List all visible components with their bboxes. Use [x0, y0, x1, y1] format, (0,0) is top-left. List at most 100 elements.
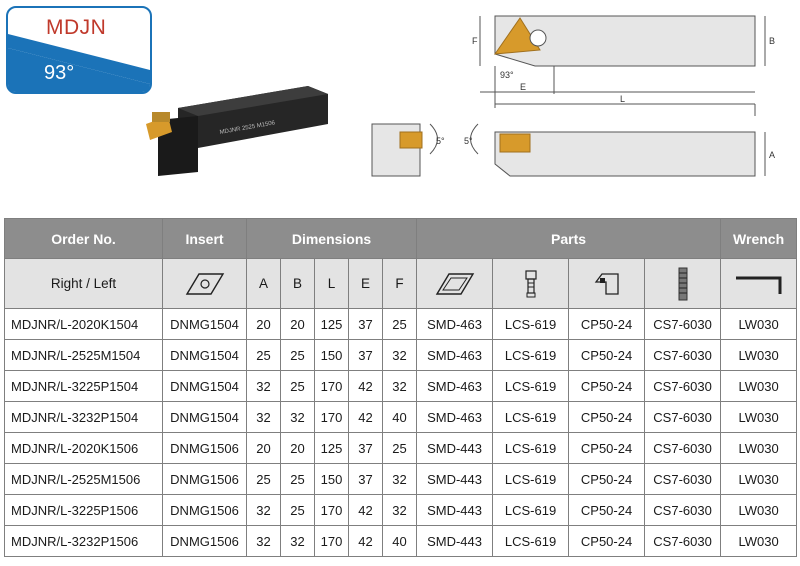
dim-l: L — [620, 94, 625, 104]
cell-dim-a: 20 — [246, 432, 281, 464]
cell-dim-b: 25 — [280, 494, 315, 526]
header-parts: Parts — [416, 218, 722, 259]
cell-dim-f: 25 — [381, 432, 418, 464]
subheader-dim-a: A — [246, 258, 281, 309]
cell-wrench: LW030 — [720, 401, 798, 433]
cell-part-shim: SMD-463 — [416, 401, 494, 433]
cell-part-pin: CS7-6030 — [644, 401, 722, 433]
cell-part-pin: CS7-6030 — [644, 308, 722, 340]
cell-part-clamp: CP50-24 — [568, 432, 646, 464]
subheader-dim-e: E — [348, 258, 383, 309]
cell-dim-e: 37 — [348, 339, 383, 371]
cell-dim-f: 40 — [381, 401, 418, 433]
cell-part-pin: CS7-6030 — [644, 339, 722, 371]
cell-dim-f: 32 — [381, 494, 418, 526]
code-badge: MDJN 93° — [6, 6, 152, 94]
cell-part-pin: CS7-6030 — [644, 525, 722, 557]
badge-angle: 93° — [44, 62, 75, 84]
cell-dim-b: 20 — [280, 432, 315, 464]
cell-part-pin: CS7-6030 — [644, 494, 722, 526]
subheader-row: Right / Left A B L E F — [4, 258, 798, 309]
screw-icon — [492, 258, 570, 309]
cell-insert: DNMG1506 — [162, 432, 247, 464]
cell-dim-l: 170 — [314, 494, 349, 526]
insert-shape-icon — [162, 258, 247, 309]
cell-dim-e: 37 — [348, 308, 383, 340]
cell-dim-f: 32 — [381, 339, 418, 371]
cell-part-shim: SMD-463 — [416, 370, 494, 402]
cell-dim-l: 150 — [314, 339, 349, 371]
cell-dim-l: 125 — [314, 432, 349, 464]
cell-dim-l: 150 — [314, 463, 349, 495]
cell-dim-f: 32 — [381, 463, 418, 495]
header-dimensions: Dimensions — [245, 218, 418, 259]
cell-part-screw: LCS-619 — [492, 370, 570, 402]
cell-part-clamp: CP50-24 — [568, 308, 646, 340]
cell-dim-e: 42 — [348, 370, 383, 402]
cell-dim-a: 32 — [246, 401, 281, 433]
cell-order-no: MDJNR/L-2525M1506 — [4, 463, 163, 495]
cell-wrench: LW030 — [720, 308, 798, 340]
cell-wrench: LW030 — [720, 370, 798, 402]
cell-order-no: MDJNR/L-3225P1504 — [4, 370, 163, 402]
cell-dim-e: 42 — [348, 494, 383, 526]
dim-f: F — [472, 36, 478, 46]
cell-dim-e: 42 — [348, 401, 383, 433]
cell-wrench: LW030 — [720, 432, 798, 464]
cell-order-no: MDJNR/L-3225P1506 — [4, 494, 163, 526]
cell-dim-e: 37 — [348, 432, 383, 464]
cell-dim-f: 32 — [381, 370, 418, 402]
cell-part-clamp: CP50-24 — [568, 463, 646, 495]
cell-part-clamp: CP50-24 — [568, 370, 646, 402]
cell-order-no: MDJNR/L-3232P1506 — [4, 525, 163, 557]
cell-dim-a: 25 — [246, 463, 281, 495]
cell-part-screw: LCS-619 — [492, 494, 570, 526]
cell-part-clamp: CP50-24 — [568, 494, 646, 526]
cell-insert: DNMG1504 — [162, 370, 247, 402]
cell-part-clamp: CP50-24 — [568, 525, 646, 557]
cell-wrench: LW030 — [720, 494, 798, 526]
subheader-dim-b: B — [280, 258, 315, 309]
tool-holder-photo: MDJNR 2525 M1506 — [146, 86, 328, 176]
cell-dim-e: 42 — [348, 525, 383, 557]
cell-part-screw: LCS-619 — [492, 339, 570, 371]
clamp-icon — [568, 258, 646, 309]
cell-order-no: MDJNR/L-2020K1504 — [4, 308, 163, 340]
cell-dim-b: 25 — [280, 463, 315, 495]
cell-insert: DNMG1506 — [162, 525, 247, 557]
header-wrench: Wrench — [720, 218, 798, 259]
cell-part-screw: LCS-619 — [492, 432, 570, 464]
cell-part-shim: SMD-443 — [416, 432, 494, 464]
cell-order-no: MDJNR/L-2525M1504 — [4, 339, 163, 371]
cell-dim-b: 20 — [280, 308, 315, 340]
dim-a: A — [769, 150, 775, 160]
cell-dim-f: 40 — [381, 525, 418, 557]
shim-icon — [416, 258, 494, 309]
dim-angle: 93° — [500, 70, 514, 80]
cell-insert: DNMG1504 — [162, 339, 247, 371]
header-row: Order No. Insert Dimensions Parts Wrench — [4, 218, 798, 259]
cell-part-shim: SMD-443 — [416, 525, 494, 557]
dim-side-angle-2: 5° — [464, 136, 473, 146]
cell-part-pin: CS7-6030 — [644, 463, 722, 495]
dim-b: B — [769, 36, 775, 46]
cell-dim-l: 125 — [314, 308, 349, 340]
cell-wrench: LW030 — [720, 463, 798, 495]
cell-dim-a: 20 — [246, 308, 281, 340]
cell-wrench: LW030 — [720, 339, 798, 371]
cell-part-pin: CS7-6030 — [644, 370, 722, 402]
cell-insert: DNMG1504 — [162, 401, 247, 433]
product-table: Order No. Insert Dimensions Parts Wrench… — [4, 218, 798, 557]
cell-insert: DNMG1504 — [162, 308, 247, 340]
header-insert: Insert — [162, 218, 247, 259]
cell-wrench: LW030 — [720, 525, 798, 557]
cell-dim-b: 32 — [280, 401, 315, 433]
cell-part-screw: LCS-619 — [492, 308, 570, 340]
